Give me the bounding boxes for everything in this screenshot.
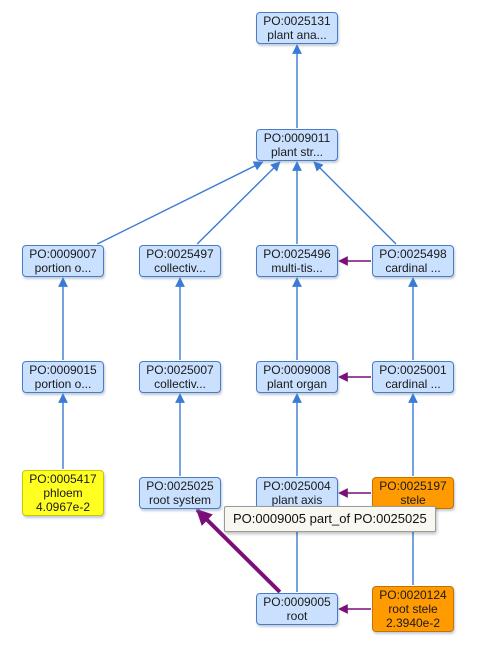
node-label: PO:0009011: [263, 131, 331, 145]
node-name: root stele: [388, 602, 438, 616]
edge-is-a[interactable]: [313, 161, 397, 245]
node-name: portion o...: [34, 377, 92, 391]
node-name: portion o...: [34, 261, 92, 275]
node-label: PO:0009008: [263, 363, 331, 377]
edge-highlighted[interactable]: [195, 508, 282, 594]
node-score: 4.0967e-2: [35, 500, 91, 514]
node-label: PO:0025131: [263, 14, 331, 28]
node-label: PO:0009007: [29, 247, 97, 261]
node-label: PO:0025025: [146, 479, 214, 493]
node-label: PO:0025004: [263, 479, 331, 493]
node-name: cardinal ...: [385, 261, 441, 275]
node-name: stele: [400, 493, 426, 507]
node-label: PO:0025496: [263, 247, 331, 261]
edge-is-a[interactable]: [96, 161, 264, 245]
node-label: PO:0005417: [29, 472, 97, 486]
node-label: PO:0025007: [146, 363, 214, 377]
node-label: PO:0009015: [29, 363, 97, 377]
node-name: root system: [148, 493, 211, 507]
node-label: PO:0025001: [379, 363, 447, 377]
node-name: collectiv...: [154, 261, 206, 275]
node-label: PO:0009005: [263, 595, 331, 609]
node-name: plant str...: [270, 145, 324, 159]
node-label: PO:0025197: [379, 479, 447, 493]
edge-tooltip: PO:0009005 part_of PO:0025025: [224, 506, 436, 532]
node-name: collectiv...: [154, 377, 206, 391]
node-label: PO:0020124: [379, 588, 447, 602]
node-label: PO:0025498: [379, 247, 447, 261]
node-name: multi-tis...: [271, 261, 323, 275]
node-name: cardinal ...: [385, 377, 441, 391]
edge-is-a[interactable]: [196, 161, 281, 245]
node-name: root: [286, 609, 308, 623]
node-name: phloem: [43, 486, 83, 500]
node-name: plant axis: [271, 493, 323, 507]
node-label: PO:0025497: [146, 247, 214, 261]
node-name: plant organ: [266, 377, 328, 391]
node-name: plant ana...: [267, 28, 327, 42]
node-score: 2.3940e-2: [385, 616, 441, 630]
